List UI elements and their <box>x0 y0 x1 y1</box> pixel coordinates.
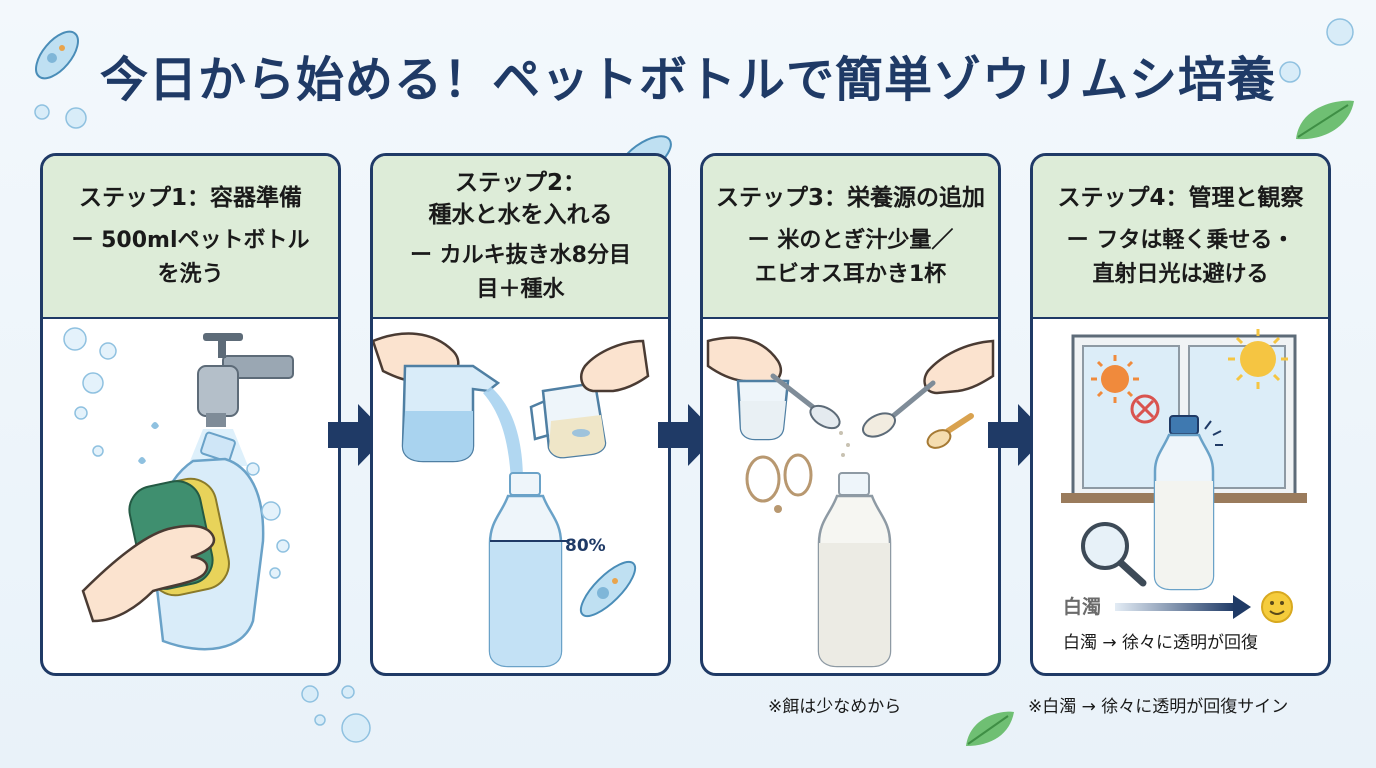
step-card-3: ステップ3：栄養源の追加 ー 米のとぎ汁少量／ エビオス耳かき1杯 <box>700 153 1001 676</box>
paramecium-icon <box>35 30 79 80</box>
sun-icon <box>1091 355 1139 403</box>
hand-icon <box>706 336 783 385</box>
pitcher-icon <box>401 364 501 463</box>
step-desc-4: ー フタは軽く乗せる・ 直射日光は避ける <box>1066 227 1295 287</box>
cup-icon <box>736 379 790 441</box>
leaf-icon <box>1296 100 1354 140</box>
prohibit-icon <box>1130 394 1160 424</box>
clarity-progress-arrow <box>1115 603 1235 611</box>
step-title-3: ステップ3：栄養源の追加 <box>715 184 985 211</box>
step-title-2: ステップ2： 種水と水を入れる <box>428 169 613 228</box>
step-title-4: ステップ4：管理と観察 <box>1057 184 1304 211</box>
bubble-icon <box>34 104 87 129</box>
rice-grain-icon <box>745 453 813 503</box>
bottle-icon <box>488 472 568 668</box>
bottle-icon <box>817 472 892 668</box>
washing-bottle-illustration <box>63 327 294 651</box>
step-header-2: ステップ2： 種水と水を入れる ー カルキ抜き水8分目 目＋種水 <box>373 156 668 319</box>
bottle-icon <box>1153 415 1215 591</box>
hand-icon <box>580 339 650 393</box>
spoon-icon <box>862 380 936 438</box>
step-header-1: ステップ1：容器準備 ー 500mlペットボトル を洗う <box>43 156 338 319</box>
step-card-1: ステップ1：容器準備 ー 500mlペットボトル を洗う <box>40 153 341 676</box>
cup-icon <box>529 381 607 459</box>
step-header-3: ステップ3：栄養源の追加 ー 米のとぎ汁少量／ エビオス耳かき1杯 <box>703 156 998 319</box>
step-title-1: ステップ1：容器準備 <box>78 184 302 211</box>
bubble-icon <box>1279 18 1354 83</box>
faucet-icon <box>197 333 294 427</box>
bubble-icon <box>63 327 290 579</box>
fill-level-label: 80% <box>565 536 606 556</box>
step-card-2: ステップ2： 種水と水を入れる ー カルキ抜き水8分目 目＋種水 80% <box>370 153 671 676</box>
pouring-water-illustration: 80% <box>373 332 650 668</box>
clarity-progress-text: 白濁 → 徐々に透明が回復 <box>1063 633 1258 653</box>
step-header-4: ステップ4：管理と観察 ー フタは軽く乗せる・ 直射日光は避ける <box>1033 156 1328 319</box>
spoon-icon <box>926 413 974 449</box>
leaf-icon <box>966 711 1014 746</box>
step-desc-3: ー 米のとぎ汁少量／ エビオス耳かき1杯 <box>747 227 954 287</box>
turbidity-label: 白濁 <box>1063 595 1101 618</box>
adding-nutrients-illustration <box>706 336 995 668</box>
window-observation-illustration: 白濁 白濁 → 徐々に透明が回復 <box>1061 329 1307 653</box>
spoon-icon <box>770 373 841 430</box>
footnote-step3: ※餌は少なめから <box>768 697 902 717</box>
footnote-step4: ※白濁 → 徐々に透明が回復サイン <box>1028 697 1289 717</box>
bubble-icon <box>301 685 371 743</box>
hand-icon <box>81 524 216 623</box>
hand-icon <box>923 339 995 395</box>
step-desc-2: ー カルキ抜き水8分目 目＋種水 <box>410 242 631 302</box>
sun-icon <box>1228 329 1288 389</box>
smiley-icon <box>1261 591 1293 623</box>
paramecium-icon <box>579 560 637 618</box>
page-title: 今日から始める！ペットボトルで簡単ゾウリムシ培養 <box>99 52 1276 108</box>
magnifier-icon <box>1081 522 1147 587</box>
step-card-4: ステップ4：管理と観察 ー フタは軽く乗せる・ 直射日光は避ける <box>1030 153 1331 676</box>
step-desc-1: ー 500mlペットボトル を洗う <box>71 227 310 287</box>
